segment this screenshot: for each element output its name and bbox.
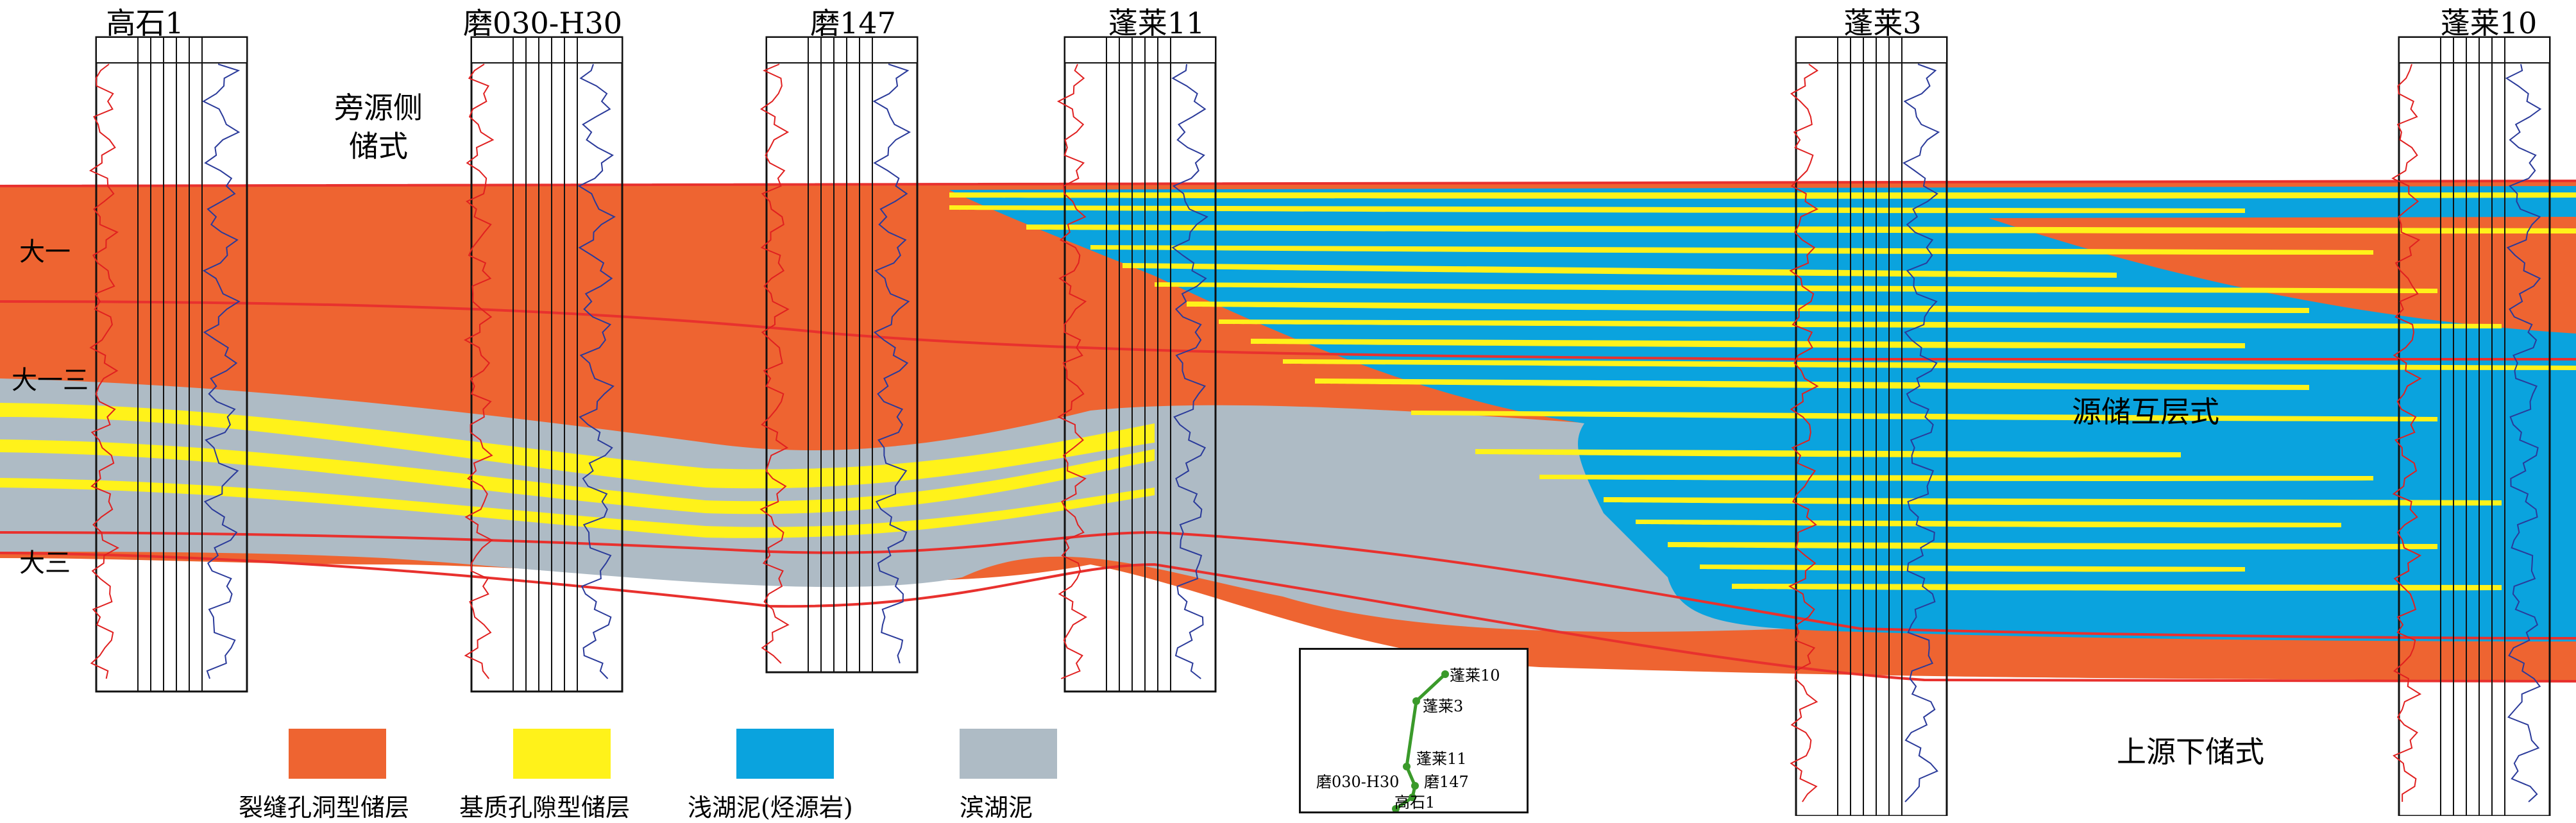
location-map: 蓬莱10 蓬莱3 蓬莱11 磨030-H30 磨147 高石1 — [1299, 648, 1529, 813]
well-track-header — [1795, 37, 1947, 64]
well-track-header — [96, 37, 248, 64]
annotation-side-source: 旁源侧 储式 — [334, 90, 423, 164]
matrix-reservoir-stringer — [1539, 475, 2373, 481]
matrix-reservoir-bed-1 — [0, 403, 1155, 489]
matrix-reservoir-stringer — [1700, 564, 2245, 572]
matrix-reservoir-stringer — [1219, 319, 2502, 329]
matrix-reservoir-stringer — [1411, 411, 2437, 421]
well-name-penglai10: 蓬莱10 — [2440, 6, 2538, 40]
map-point-mo030 — [1409, 793, 1416, 801]
well-track-header — [2398, 37, 2550, 64]
stratigraphic-boundary-3 — [0, 552, 2576, 683]
matrix-reservoir-stringer — [1123, 263, 2117, 278]
annotation-upper-source: 上源下储式 — [2117, 734, 2264, 769]
rt-curve — [1902, 64, 1940, 802]
map-label-penglai11: 蓬莱11 — [1416, 750, 1467, 768]
matrix-reservoir-stringer — [949, 205, 2245, 214]
rt-curve — [202, 64, 241, 679]
matrix-reservoir-bed-3 — [0, 478, 1155, 538]
rt-curve — [2505, 64, 2542, 802]
map-label-penglai10: 蓬莱10 — [1450, 666, 1500, 684]
well-track-header — [471, 37, 623, 64]
layer-label-da3: 大三 — [19, 548, 71, 578]
matrix-reservoir-stringer — [1732, 584, 2502, 591]
legend-label-fracture: 裂缝孔洞型储层 — [239, 793, 410, 822]
rt-curve — [577, 64, 616, 679]
map-point-mo147 — [1411, 782, 1419, 790]
matrix-reservoir-stringer — [1026, 225, 2576, 234]
gr-curve — [759, 64, 790, 664]
well-track-header — [766, 37, 918, 64]
matrix-reservoir-stringer — [1283, 359, 2576, 370]
map-label-gaoshi1: 高石1 — [1394, 793, 1436, 811]
matrix-reservoir-stringer — [949, 192, 2576, 199]
matrix-reservoir-stringer — [1315, 378, 2309, 390]
map-point-gaoshi1 — [1392, 805, 1400, 811]
well-track-header — [1064, 37, 1216, 64]
annotation-interbedded: 源储互层式 — [2072, 395, 2219, 429]
matrix-reservoir-bed-2 — [0, 439, 1155, 514]
rt-curve — [872, 64, 911, 664]
location-map-svg — [1392, 670, 1449, 811]
map-point-penglai3 — [1412, 697, 1420, 705]
gr-curve — [464, 64, 495, 679]
map-label-mo147: 磨147 — [1424, 773, 1469, 791]
gr-curve — [2391, 64, 2422, 802]
legend-label-shallow-lake: 浅湖泥(烃源岩) — [688, 793, 853, 822]
map-label-penglai3: 蓬莱3 — [1423, 697, 1464, 715]
legend-swatch-shore-lake — [960, 729, 1057, 779]
legend-swatch-shallow-lake — [736, 729, 834, 779]
rt-curve — [1171, 64, 1208, 679]
map-label-mo030: 磨030-H30 — [1316, 773, 1400, 791]
legend-label-shore-lake: 滨湖泥 — [960, 793, 1033, 822]
well-name-gaoshi1: 高石1 — [106, 6, 184, 40]
legend-label-matrix: 基质孔隙型储层 — [459, 793, 631, 822]
well-name-penglai11: 蓬莱11 — [1108, 6, 1205, 40]
matrix-reservoir-stringer — [1604, 497, 2502, 506]
stratigraphic-boundary-1 — [0, 300, 2576, 361]
legend-swatch-fracture — [289, 729, 386, 779]
map-point-penglai11 — [1403, 763, 1411, 770]
well-name-penglai3: 蓬莱3 — [1843, 6, 1922, 40]
fracture-reservoir-east-tongue — [1988, 217, 2576, 334]
layer-label-da1: 大一 — [19, 237, 71, 267]
matrix-reservoir-stringer — [1090, 245, 2373, 255]
well-name-mo147: 磨147 — [810, 6, 896, 40]
stratigraphic-boundary-0 — [0, 180, 2576, 188]
gr-curve — [1056, 64, 1087, 679]
matrix-reservoir-stringer — [1251, 339, 2245, 349]
layer-label-da13: 大一三 — [12, 366, 89, 395]
matrix-reservoir-stringer — [1668, 542, 2437, 550]
matrix-reservoir-stringer — [1187, 301, 2309, 313]
legend-swatch-matrix — [513, 729, 611, 779]
matrix-reservoir-stringer — [1475, 449, 2181, 458]
map-point-penglai10 — [1441, 670, 1449, 678]
gr-curve — [89, 64, 120, 679]
stratigraphic-boundary-2 — [0, 530, 2576, 640]
gr-curve — [1788, 64, 1819, 802]
well-name-mo030: 磨030-H30 — [463, 6, 622, 40]
